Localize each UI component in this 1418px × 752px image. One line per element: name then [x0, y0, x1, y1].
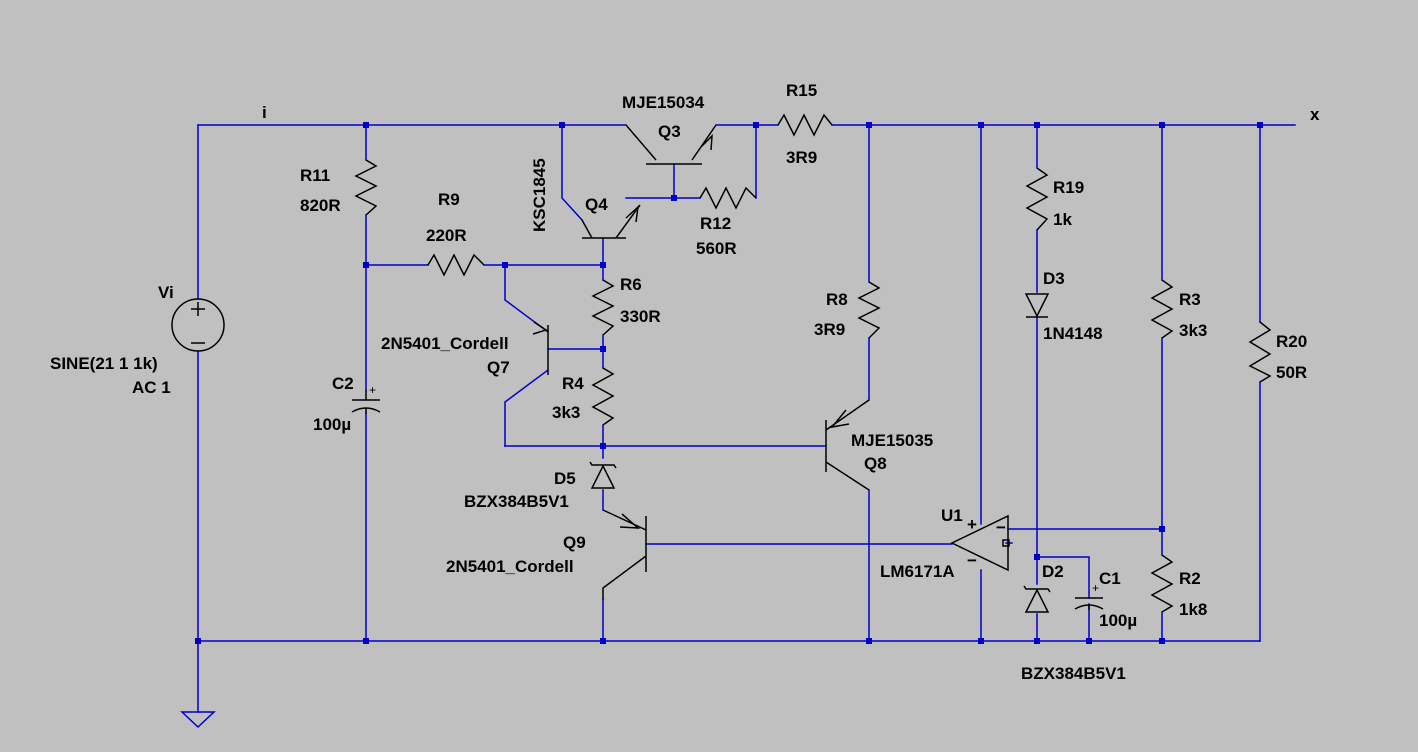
d5-model: BZX384B5V1: [464, 492, 569, 511]
zener-d5: [589, 461, 617, 489]
c2-value: 100µ: [313, 415, 351, 434]
svg-text:+: +: [1092, 581, 1099, 595]
net-label-output: x: [1310, 105, 1320, 124]
transistor-q8: [825, 399, 870, 491]
resistor-r2: [1150, 554, 1174, 613]
capacitor-c2: +: [351, 383, 381, 414]
q9-name: Q9: [563, 533, 586, 552]
q3-name: Q3: [658, 122, 681, 141]
opamp-u1: [950, 514, 1010, 572]
d2-name: D2: [1042, 562, 1064, 581]
u1-model: LM6171A: [880, 562, 955, 581]
svg-text:+: +: [369, 383, 376, 397]
resistor-r20: [1248, 321, 1272, 383]
r19-value: 1k: [1053, 210, 1072, 229]
c1-name: C1: [1099, 569, 1121, 588]
resistor-r6: [591, 279, 615, 336]
r12-value: 560R: [696, 239, 737, 258]
resistor-r8: [857, 281, 881, 339]
r15-name: R15: [786, 81, 817, 100]
r12-name: R12: [700, 214, 731, 233]
r8-value: 3R9: [814, 320, 845, 339]
r3-value: 3k3: [1179, 321, 1207, 340]
u1-minus-bottom: −: [967, 551, 977, 570]
r11-value: 820R: [300, 196, 341, 215]
diode-d3: [1024, 293, 1050, 318]
net-label-input: i: [262, 103, 267, 122]
q4-name: Q4: [585, 195, 608, 214]
resistor-r15: [777, 113, 833, 137]
resistor-r12: [699, 186, 757, 210]
junctions: [195, 122, 1263, 644]
r20-value: 50R: [1276, 363, 1307, 382]
vi-ac: AC 1: [132, 378, 171, 397]
ground-symbol: [180, 711, 216, 729]
c1-value: 100µ: [1099, 611, 1137, 630]
r3-name: R3: [1179, 290, 1201, 309]
q8-model: MJE15035: [851, 431, 933, 450]
q4-model: KSC1845: [530, 158, 549, 232]
resistor-r19: [1025, 167, 1049, 231]
transistor-q3: [625, 124, 717, 165]
vi-name: Vi: [158, 283, 174, 302]
r6-name: R6: [620, 275, 642, 294]
r9-name: R9: [438, 190, 460, 209]
r2-name: R2: [1179, 569, 1201, 588]
resistor-r9: [427, 253, 485, 277]
resistor-r3: [1150, 279, 1174, 339]
r8-name: R8: [826, 290, 848, 309]
r2-value: 1k8: [1179, 600, 1207, 619]
r11-name: R11: [300, 166, 330, 185]
u1-minus-top: −: [996, 518, 1006, 537]
c2-name: C2: [332, 374, 354, 393]
d3-name: D3: [1043, 269, 1065, 288]
voltage-source-vi: [171, 298, 225, 352]
d2-model: BZX384B5V1: [1021, 664, 1126, 683]
r15-value: 3R9: [786, 148, 817, 167]
transistor-q9: [602, 509, 647, 600]
capacitor-c1: +: [1074, 581, 1104, 610]
r9-value: 220R: [426, 226, 467, 245]
wires: [197, 124, 1296, 713]
r6-value: 330R: [620, 307, 661, 326]
zener-d2: [1023, 585, 1051, 613]
resistor-r11: [354, 159, 378, 216]
transistor-q4: [581, 204, 641, 239]
r4-name: R4: [562, 374, 584, 393]
u1-plus: +: [967, 515, 977, 534]
r4-value: 3k3: [552, 403, 580, 422]
transistor-q7: [532, 321, 549, 375]
q3-model: MJE15034: [622, 93, 705, 112]
vi-value: SINE(21 1 1k): [50, 354, 158, 373]
d5-name: D5: [554, 469, 576, 488]
q7-name: Q7: [487, 358, 510, 377]
r20-name: R20: [1276, 332, 1307, 351]
q8-name: Q8: [864, 454, 887, 473]
r19-name: R19: [1053, 178, 1084, 197]
resistor-r4: [591, 367, 615, 426]
d3-model: 1N4148: [1043, 324, 1103, 343]
q7-model: 2N5401_Cordell: [381, 334, 509, 353]
q9-model: 2N5401_Cordell: [446, 557, 574, 576]
u1-name: U1: [941, 506, 963, 525]
